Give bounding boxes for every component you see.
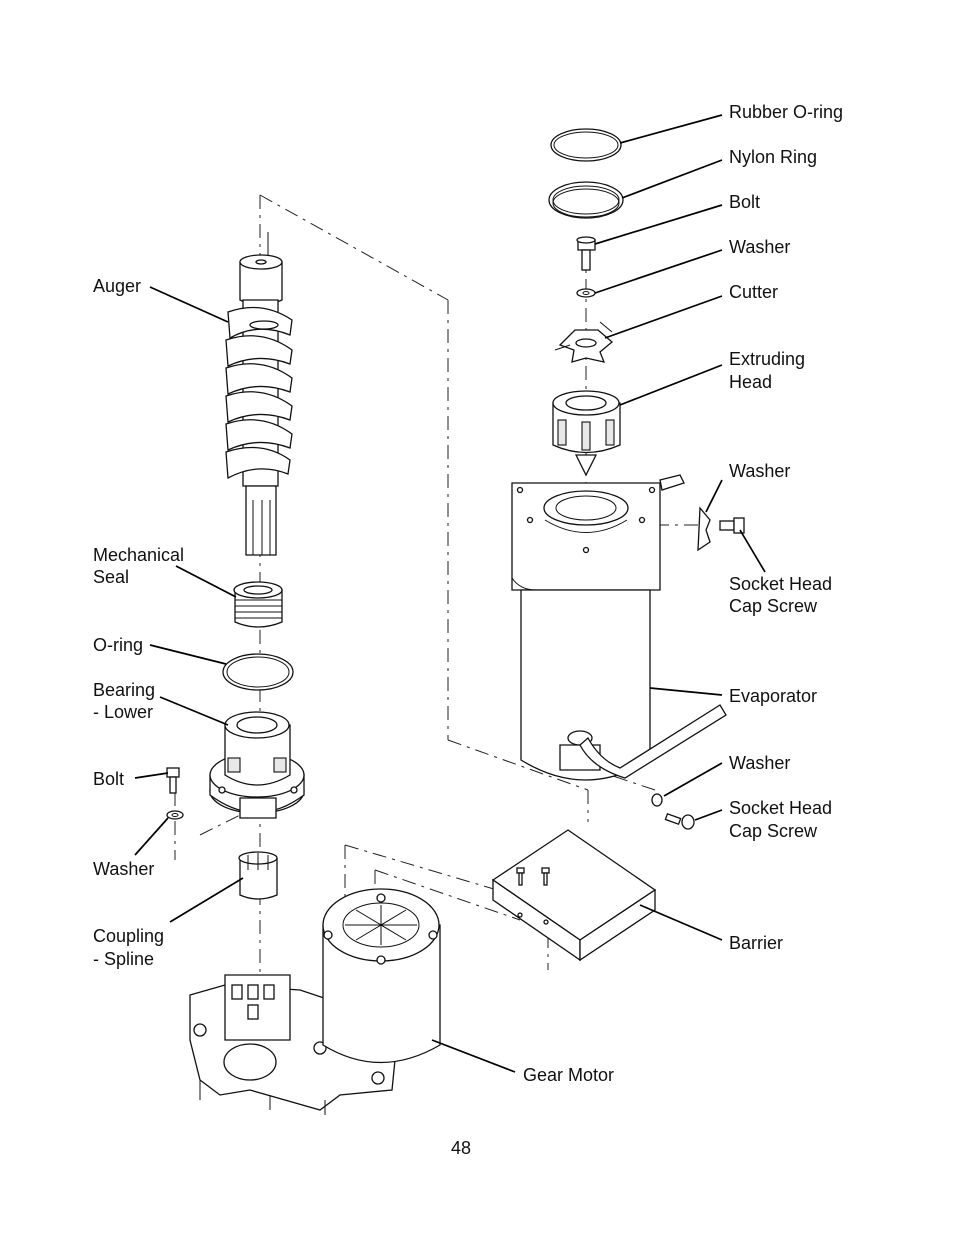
- label-barrier: Barrier: [729, 933, 783, 953]
- label-socket-head-cap-screw-lower-line2: Cap Screw: [729, 821, 818, 841]
- nylon-ring-part: [548, 181, 624, 219]
- bolt-left-part: [166, 767, 180, 794]
- label-socket-head-cap-screw-mid-line2: Cap Screw: [729, 596, 818, 616]
- washer-right-part: [576, 288, 596, 298]
- label-socket-head-cap-screw-mid-line1: Socket Head: [729, 574, 832, 594]
- label-cutter: Cutter: [729, 282, 778, 302]
- label-coupling-spline-line2: - Spline: [93, 949, 154, 969]
- label-bolt-right: Bolt: [729, 192, 760, 212]
- mechanical-seal-part: [233, 581, 283, 628]
- rubber-o-ring-part: [550, 128, 622, 162]
- label-bearing-lower-line2: - Lower: [93, 702, 153, 722]
- label-evaporator: Evaporator: [729, 686, 817, 706]
- label-extruding-head-line1: Extruding: [729, 349, 805, 369]
- gearbox-part: [189, 974, 396, 1115]
- label-washer-lower: Washer: [729, 753, 790, 773]
- washer-lower-part: [651, 793, 663, 807]
- washer-mid-part: [697, 506, 711, 552]
- o-ring-part: [222, 653, 294, 691]
- label-mechanical-seal-line2: Seal: [93, 567, 129, 587]
- label-bearing-lower-line1: Bearing: [93, 680, 155, 700]
- socket-head-cap-screw-mid-part: [719, 517, 745, 534]
- page-number: 48: [451, 1138, 471, 1158]
- label-washer-mid: Washer: [729, 461, 790, 481]
- socket-head-cap-screw-lower-part: [664, 812, 695, 830]
- label-washer-top: Washer: [729, 237, 790, 257]
- gear-motor-part: [322, 888, 441, 1064]
- label-auger: Auger: [93, 276, 141, 296]
- bolt-right-part: [576, 236, 596, 271]
- label-extruding-head-line2: Head: [729, 372, 772, 392]
- washer-left-part: [166, 810, 184, 820]
- cutter-part: [554, 321, 614, 363]
- label-o-ring: O-ring: [93, 635, 143, 655]
- part-labels: Auger Mechanical Seal O-ring Bearing - L…: [93, 102, 843, 1158]
- extruding-head-part: [552, 390, 621, 477]
- label-bolt-left: Bolt: [93, 769, 124, 789]
- label-nylon-ring: Nylon Ring: [729, 147, 817, 167]
- label-coupling-spline-line1: Coupling: [93, 926, 164, 946]
- barrier-part: [491, 829, 657, 962]
- label-rubber-o-ring: Rubber O-ring: [729, 102, 843, 122]
- label-gear-motor: Gear Motor: [523, 1065, 614, 1085]
- coupling-spline-part: [238, 851, 278, 900]
- evaporator-part: [511, 474, 727, 781]
- label-washer-left: Washer: [93, 859, 154, 879]
- bearing-lower-part: [209, 711, 305, 819]
- leader-lines: [134, 114, 766, 1073]
- label-socket-head-cap-screw-lower-line1: Socket Head: [729, 798, 832, 818]
- auger-part: [225, 232, 293, 556]
- label-mechanical-seal-line1: Mechanical: [93, 545, 184, 565]
